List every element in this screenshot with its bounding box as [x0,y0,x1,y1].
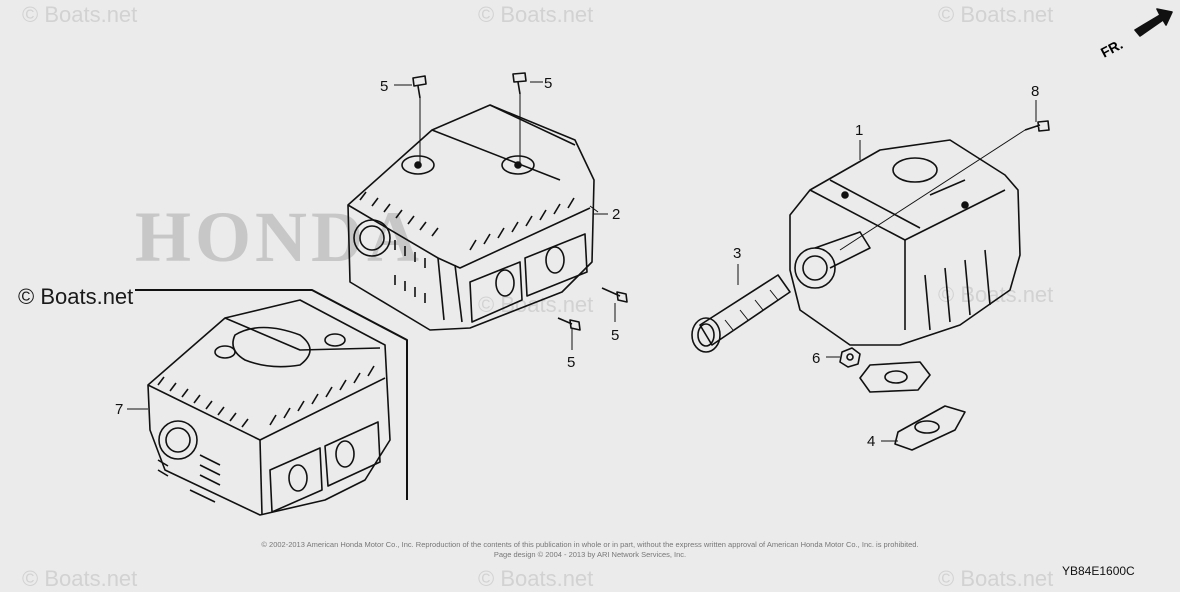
brand-label: © Boats.net [18,284,134,309]
watermark-mid-center: © Boats.net [478,292,594,317]
callout-6: 6 [812,350,820,367]
bolt-8 [1024,120,1050,132]
bolt-5-side-left [557,317,581,331]
callout-5: 5 [567,354,575,371]
front-direction-arrow [1134,8,1173,37]
protector-cover-lower [147,299,391,516]
page-design-line: Page design © 2004 - 2013 by ARI Network… [493,550,687,559]
watermark-top-right: © Boats.net [938,2,1054,27]
callout-1: 1 [855,122,863,139]
ghost-logo: HONDA [135,197,423,277]
watermark-bottom-center: © Boats.net [478,566,594,591]
callout-2: 2 [612,206,620,223]
callout-3: 3 [733,245,741,262]
watermark-bottom-left: © Boats.net [22,566,138,591]
bolt-5-side-right [601,287,628,303]
spark-arrester [691,274,791,353]
callout-4: 4 [867,433,875,450]
front-direction-label: FR. [1098,36,1125,61]
bolt-5-top-left [412,75,427,99]
callout-5: 5 [380,78,388,95]
callout-5: 5 [544,75,552,92]
watermark-bottom-right: © Boats.net [938,566,1054,591]
muffler [789,139,1021,393]
watermark-top-center: © Boats.net [478,2,594,27]
bolt-5-top-right [512,72,527,95]
nut [839,347,861,368]
callout-7: 7 [115,401,123,418]
watermark-top-left: © Boats.net [22,2,138,27]
callout-8: 8 [1031,83,1039,100]
copyright-notice: © 2002-2013 American Honda Motor Co., In… [180,540,1000,560]
leader-lines [127,81,1037,442]
callout-5: 5 [611,327,619,344]
group-bracket-line [135,289,408,500]
gasket [894,405,966,451]
protector-cover-upper [347,104,595,331]
copyright-line: © 2002-2013 American Honda Motor Co., In… [261,540,919,549]
diagram-code: YB84E1600C [1062,564,1135,578]
watermark-mid-right: © Boats.net [938,282,1054,307]
